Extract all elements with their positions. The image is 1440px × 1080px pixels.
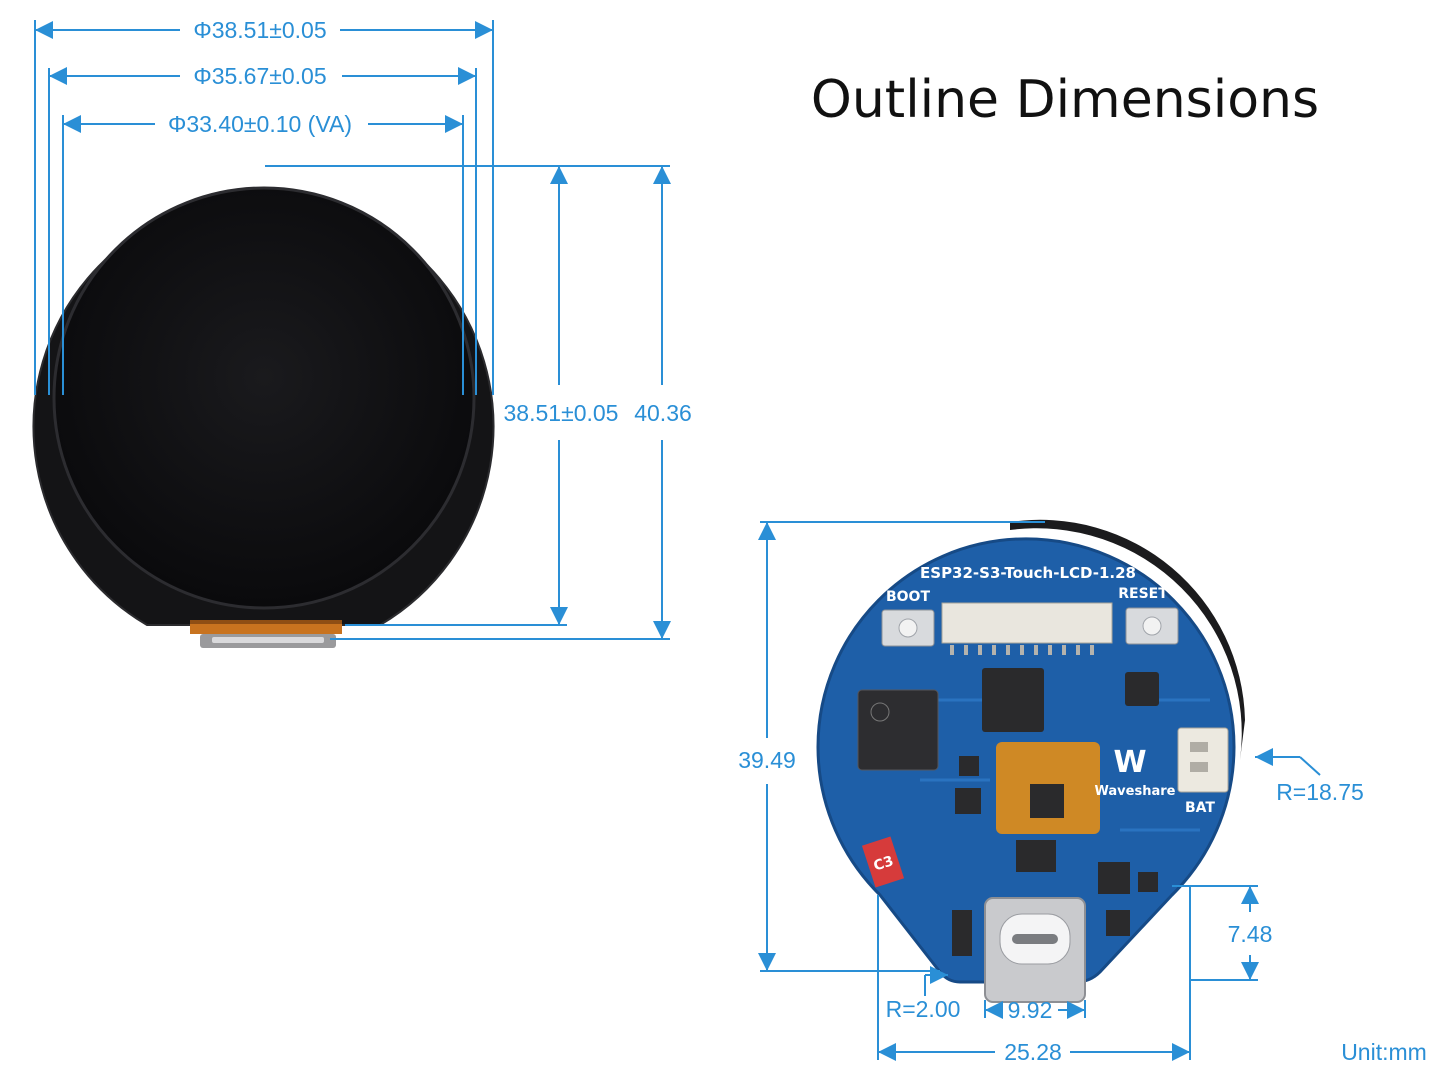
flash-chip — [982, 668, 1044, 732]
bat-label: BAT — [1185, 800, 1215, 816]
dim-corner-radius: R=2.00 — [886, 996, 961, 1022]
display-module — [32, 186, 495, 648]
dim-viewing-area: Φ33.40±0.10 (VA) — [168, 111, 352, 137]
boot-label: BOOT — [886, 589, 930, 605]
battery-connector — [1177, 727, 1229, 793]
board-label: ESP32-S3-Touch-LCD-1.28 — [920, 564, 1136, 582]
dim-panel-height: 38.51±0.05 — [504, 400, 619, 426]
pcb-dimensions: 39.49 R=18.75 7.48 R=2.00 9.92 25.28 — [738, 521, 1364, 1065]
dim-outer-diameter: Φ38.51±0.05 — [193, 17, 326, 43]
page-title: Outline Dimensions — [811, 70, 1319, 130]
c3-label: C3 — [872, 853, 896, 874]
display-screen — [52, 186, 476, 610]
c3-component — [861, 836, 905, 888]
dim-board-radius: R=18.75 — [1276, 779, 1364, 805]
unit-label: Unit:mm — [1341, 1039, 1427, 1065]
waveshare-logo: W — [1113, 745, 1146, 780]
boot-button[interactable] — [881, 609, 935, 647]
usb-c-port — [984, 897, 1086, 1003]
pcb-board: ESP32-S3-Touch-LCD-1.28 BOOT RESET — [816, 519, 1245, 1003]
dim-tail-height: 7.48 — [1228, 921, 1273, 947]
esp32-chip — [857, 689, 939, 771]
dim-pcb-height: 39.49 — [738, 747, 796, 773]
reset-label: RESET — [1118, 586, 1168, 602]
imu-chip — [1125, 672, 1159, 706]
dim-glass-diameter: Φ35.67±0.05 — [193, 63, 326, 89]
dim-total-height: 40.36 — [634, 400, 692, 426]
reset-button[interactable] — [1125, 607, 1179, 645]
display-dimensions: Φ38.51±0.05 Φ35.67±0.05 Φ33.40±0.10 (VA)… — [34, 17, 692, 640]
dim-usb-width: 9.92 — [1008, 997, 1053, 1023]
fpc-connector — [941, 602, 1113, 644]
dim-tail-width: 25.28 — [1004, 1039, 1062, 1065]
brand-label: Waveshare — [1095, 784, 1176, 799]
